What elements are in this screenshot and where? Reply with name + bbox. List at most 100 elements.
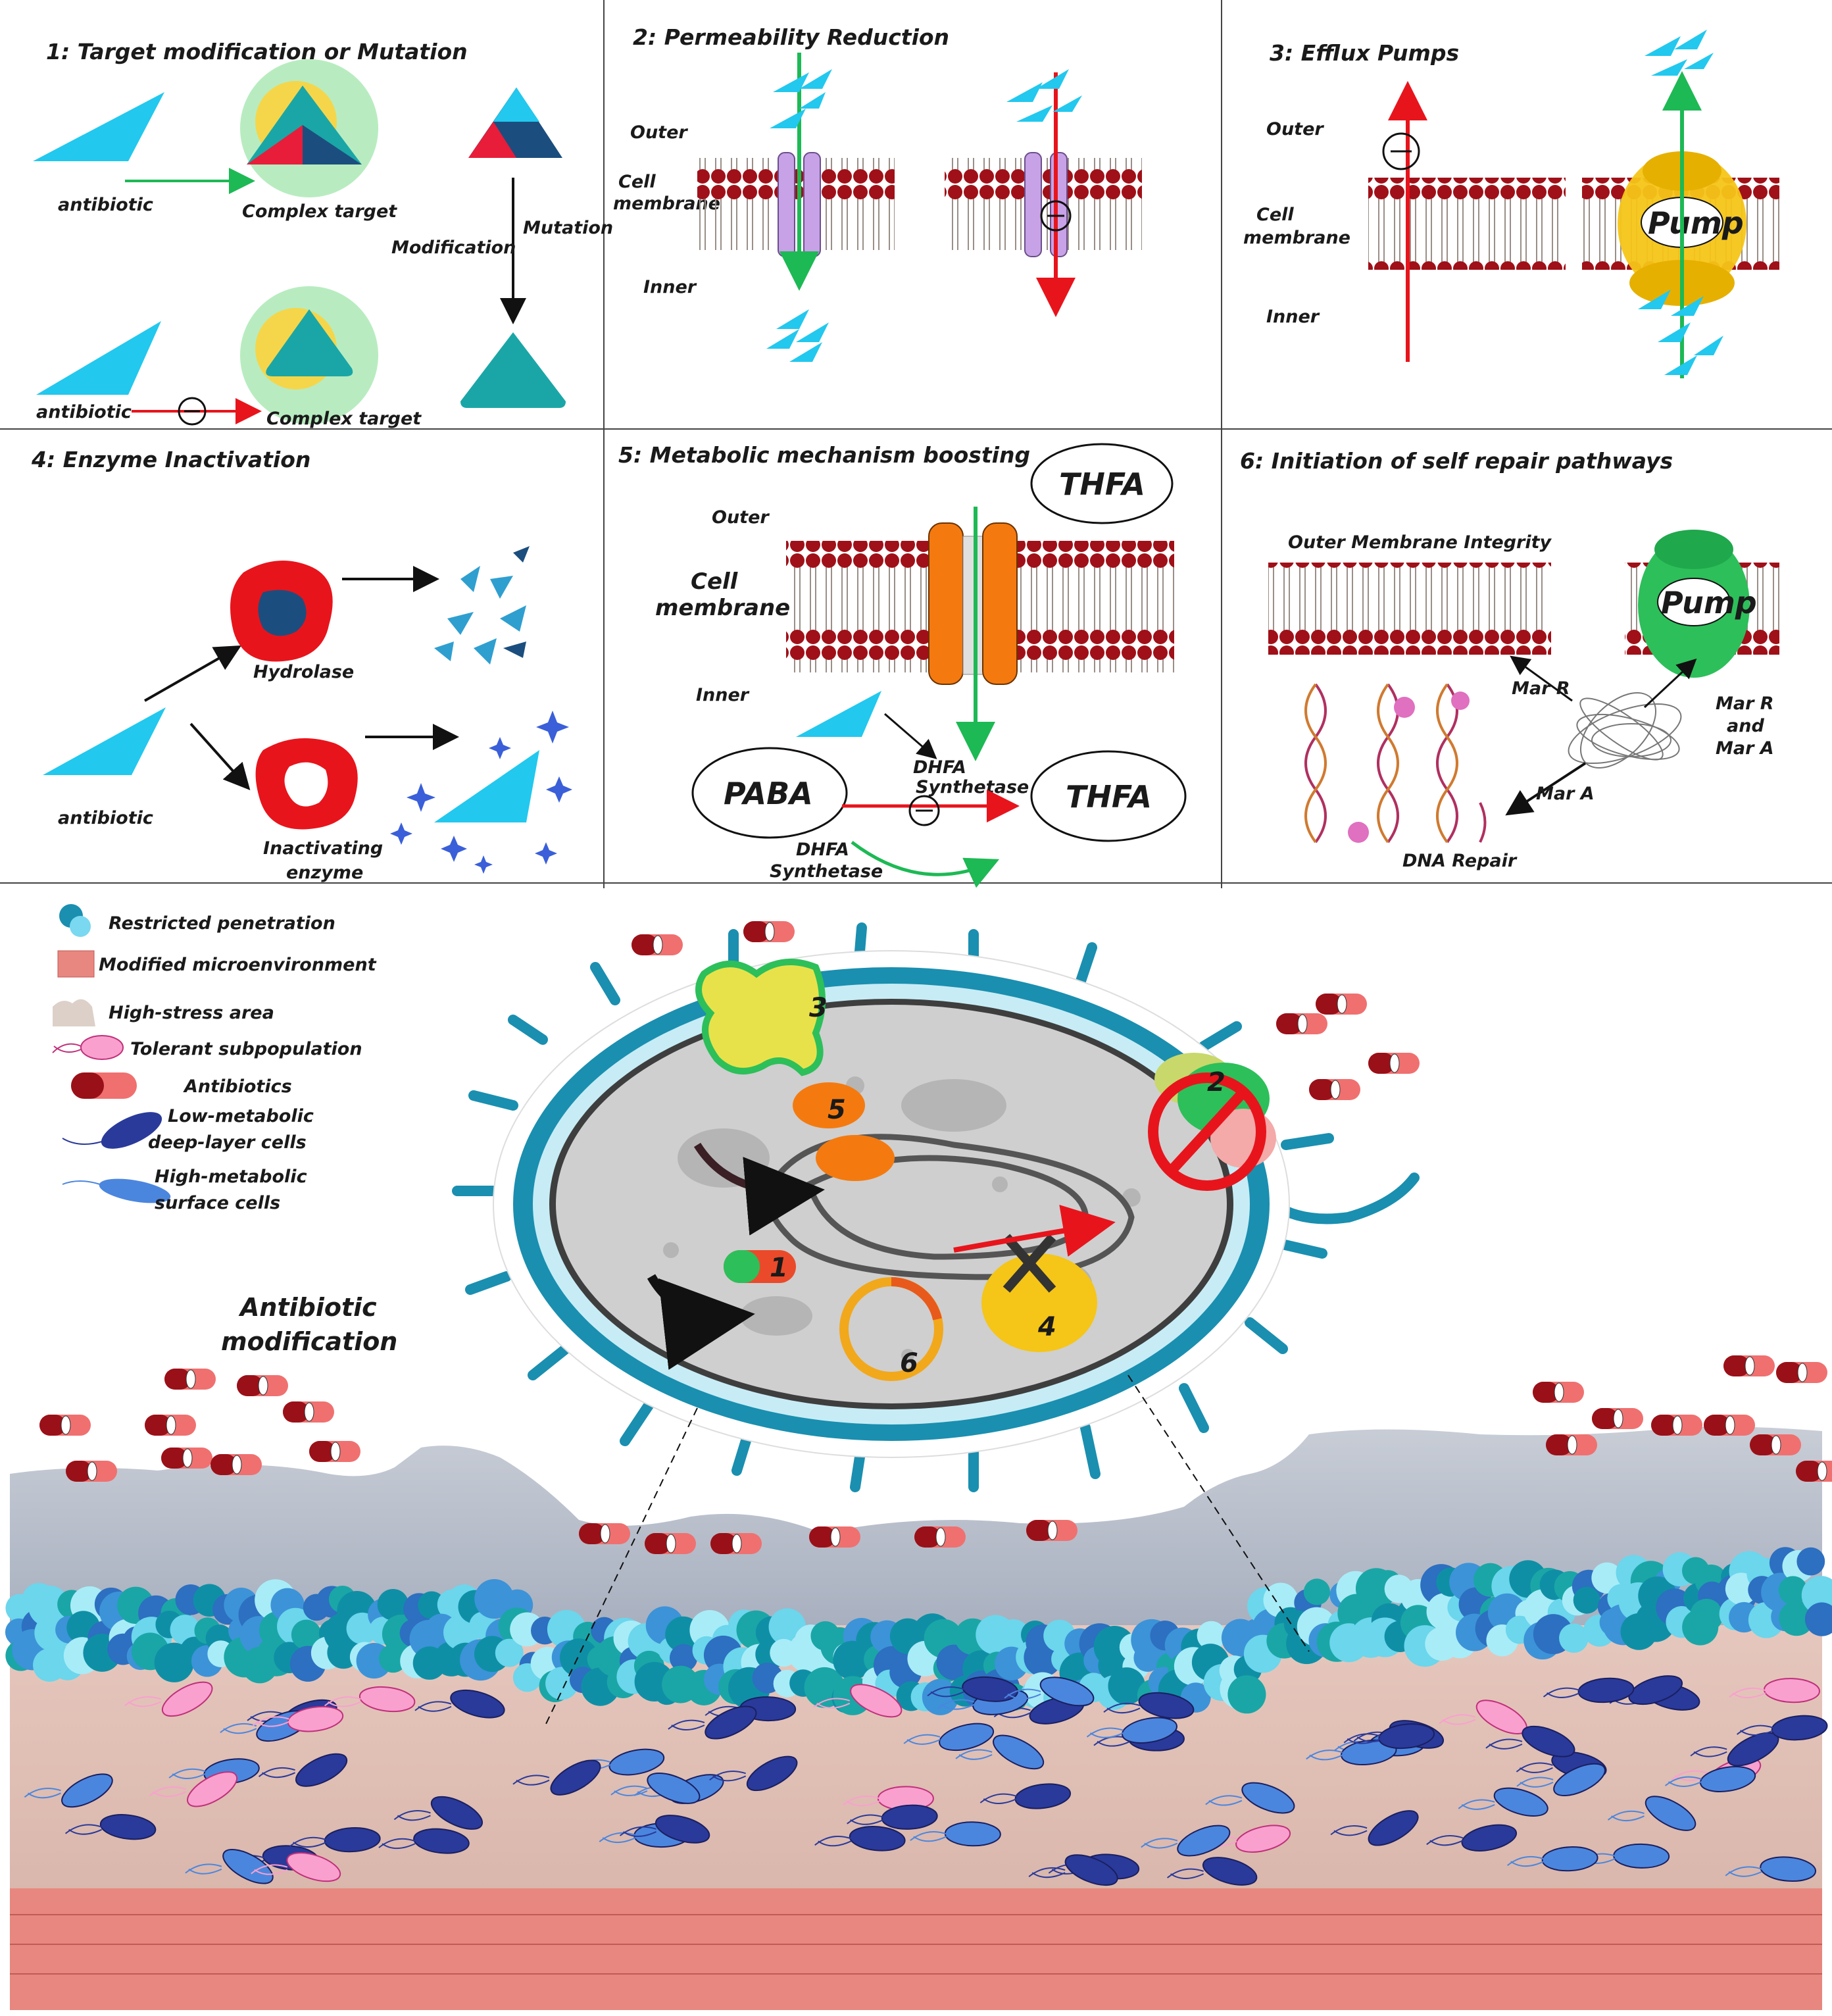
- epithelium-layer: [10, 1888, 1822, 2010]
- antibiotic-pill: [579, 1523, 630, 1544]
- antibiotic-modification-label: Antibiotic: [238, 1293, 377, 1322]
- biofilm-sphere: [378, 1644, 408, 1673]
- mechanism-number-1: 1: [770, 1253, 788, 1283]
- repair-protein-icons: [1348, 692, 1470, 843]
- cell-label: Cell: [1256, 205, 1294, 225]
- outer-label: Outer: [1266, 119, 1324, 139]
- biofilm-cell: [1729, 1678, 1820, 1703]
- biofilm-cell: [289, 1827, 381, 1853]
- biofilm-cell: [378, 1828, 470, 1854]
- biofilm-sphere: [291, 1619, 322, 1650]
- biofilm-cell: [1103, 1692, 1195, 1719]
- biofilm-cell: [1004, 1676, 1095, 1707]
- svg-text:Restricted penetration: Restricted penetration: [109, 913, 335, 934]
- biofilm-cell: [1607, 1796, 1696, 1831]
- membrane-label: membrane: [655, 595, 790, 621]
- antibiotic-pill: [1750, 1434, 1801, 1455]
- membrane-integrity-label: Outer Membrane Integrity: [1288, 532, 1552, 553]
- biofilm-cell: [1516, 1763, 1606, 1796]
- antibiotic-pill: [645, 1533, 696, 1554]
- biofilm-cell: [668, 1705, 757, 1740]
- antibiotic-pill: [1546, 1434, 1597, 1455]
- antibiotic-pill: [39, 1415, 91, 1436]
- biofilm-sphere: [559, 1638, 599, 1677]
- biofilm-cell: [1485, 1725, 1575, 1757]
- pili: [452, 922, 1334, 1492]
- synthetase-label: Synthetase: [916, 777, 1029, 797]
- antibiotic-pill: [161, 1448, 212, 1469]
- antibiotic-modification-label-2: modification: [221, 1327, 397, 1356]
- svg-text:High-metabolic: High-metabolic: [155, 1167, 307, 1187]
- mar-a-label: Mar A: [1536, 784, 1595, 804]
- modified-target-icon: [460, 332, 566, 408]
- antibiotic-pill: [1776, 1362, 1827, 1383]
- porin-channel: [778, 152, 795, 257]
- mechanism-number-4: 4: [1037, 1312, 1056, 1342]
- mar-a-label-2: Mar A: [1716, 738, 1774, 759]
- dna-repair-label: DNA Repair: [1402, 851, 1518, 871]
- antibiotic-pill: [1651, 1415, 1702, 1436]
- biofilm-cell: [903, 1723, 995, 1751]
- biofilm-sphere: [1559, 1623, 1589, 1653]
- panel-self-repair: 6: Initiation of self repair pathways Ou…: [1240, 448, 1779, 871]
- blocked-porin: [1148, 1053, 1276, 1191]
- antibiotic-pill: [237, 1375, 288, 1396]
- zoom-line-right: [1127, 1374, 1310, 1652]
- dhfa-label: DHFA: [913, 757, 966, 778]
- legend-low-metabolic: Low-metabolic deep-layer cells: [62, 1106, 314, 1153]
- biofilm-cell: [910, 1821, 1001, 1847]
- panel-target-modification: 1: Target modification or Mutation antib…: [33, 39, 613, 429]
- biofilm-cell: [1578, 1843, 1670, 1869]
- biofilm-cell: [813, 1684, 903, 1718]
- panel-1-title: 1: Target modification or Mutation: [46, 39, 468, 64]
- antibiotic-pill: [1592, 1408, 1643, 1429]
- svg-text:Antibiotics: Antibiotics: [183, 1076, 292, 1097]
- thfa-label-2: THFA: [1066, 779, 1152, 815]
- mutation-label: Mutation: [523, 218, 613, 238]
- pump-label: Pump: [1648, 205, 1744, 241]
- biofilm-cell: [927, 1676, 1018, 1702]
- biofilm-sphere: [1591, 1562, 1623, 1594]
- biofilm-cell: [1330, 1810, 1419, 1846]
- biofilm-cell: [1141, 1825, 1231, 1857]
- antibiotic-cluster: [1638, 30, 1723, 375]
- biofilm-cell: [1737, 1715, 1828, 1741]
- outer-label: Outer: [712, 507, 770, 528]
- enzyme-label: enzyme: [286, 863, 363, 883]
- antibiotic-pill: [1704, 1415, 1755, 1436]
- biofilm-cell: [847, 1804, 938, 1830]
- antibiotic-label-2: antibiotic: [36, 402, 132, 422]
- inner-label: Inner: [643, 277, 697, 297]
- biofilm-sphere: [545, 1667, 579, 1700]
- membrane-bilayer: [1268, 563, 1551, 655]
- antibiotic-shape: [33, 92, 164, 161]
- antibiotic-shape: [796, 691, 881, 737]
- biofilm-cell: [1086, 1717, 1177, 1744]
- biofilm-cell: [324, 1686, 416, 1713]
- biofilm-sphere: [1133, 1644, 1162, 1672]
- antibiotic-pill: [283, 1401, 334, 1423]
- biofilm-cell: [258, 1753, 348, 1787]
- antibiotic-pill: [743, 921, 795, 942]
- antibiotic-pill: [1368, 1053, 1420, 1074]
- biofilm-cell: [251, 1852, 341, 1882]
- biofilm-sphere: [922, 1678, 959, 1715]
- biofilm-cell: [610, 1772, 701, 1804]
- channel-protein: [928, 522, 964, 685]
- influx-arrow-2: [693, 1142, 825, 1236]
- membrane-label: membrane: [1243, 228, 1350, 248]
- legend-tolerant-subpopulation: Tolerant subpopulation: [52, 1035, 362, 1060]
- antibiotic-pill: [145, 1415, 196, 1436]
- dna-helix-icons: [1304, 683, 1487, 844]
- biofilm-cell: [1664, 1766, 1756, 1792]
- svg-text:Tolerant subpopulation: Tolerant subpopulation: [130, 1039, 362, 1059]
- and-label: and: [1727, 716, 1764, 736]
- block-icon: [1382, 132, 1420, 170]
- zoom-line-left: [545, 1407, 698, 1725]
- synthetase-label-2: Synthetase: [770, 861, 883, 882]
- fragments-icon: [434, 546, 530, 665]
- svg-text:deep-layer cells: deep-layer cells: [148, 1132, 307, 1153]
- biofilm-cell: [149, 1771, 238, 1807]
- flagellum: [1268, 1172, 1420, 1224]
- svg-text:Modified microenvironment: Modified microenvironment: [99, 955, 377, 975]
